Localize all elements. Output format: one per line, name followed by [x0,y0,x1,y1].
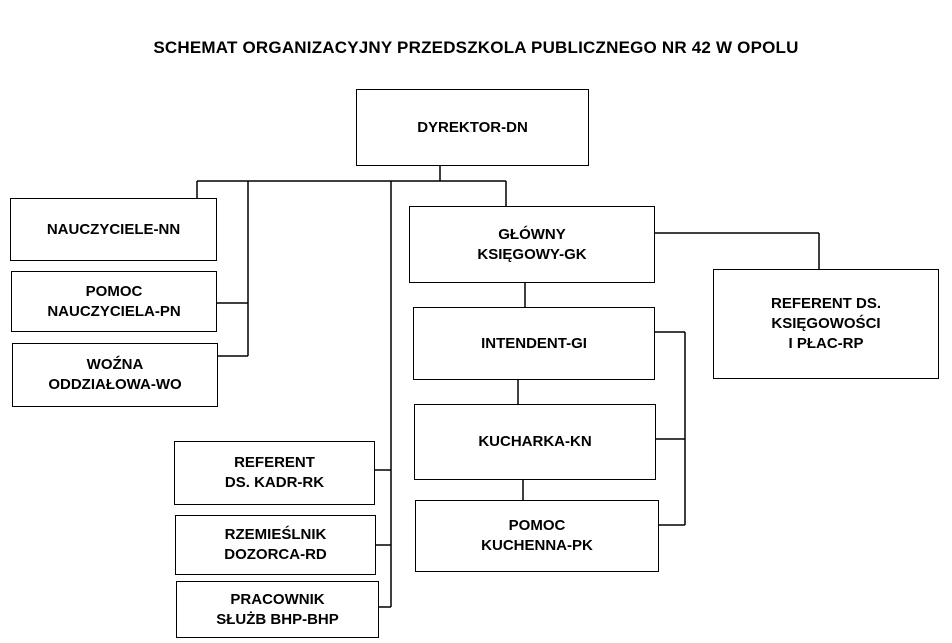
node-wozna: WOŹNA ODDZIAŁOWA-WO [12,343,218,407]
node-referent-kadr-label: REFERENT DS. KADR-RK [224,454,325,491]
node-referent-kadr: REFERENT DS. KADR-RK [174,441,375,505]
node-dyrektor-label: DYREKTOR-DN [417,118,528,136]
node-intendent: INTENDENT-GI [413,307,655,380]
node-wozna-label: WOŹNA ODDZIAŁOWA-WO [48,356,182,393]
node-dyrektor: DYREKTOR-DN [356,89,589,166]
node-pomoc-kuchenna: POMOC KUCHENNA-PK [415,500,659,572]
node-pomoc-nauczyciela: POMOC NAUCZYCIELA-PN [11,271,217,332]
diagram-title: SCHEMAT ORGANIZACYJNY PRZEDSZKOLA PUBLIC… [153,38,799,57]
node-nauczyciele: NAUCZYCIELE-NN [10,198,217,261]
node-intendent-label: INTENDENT-GI [481,334,587,352]
node-pomoc-nauczyciela-label: POMOC NAUCZYCIELA-PN [47,282,181,320]
node-nauczyciele-label: NAUCZYCIELE-NN [46,220,181,238]
node-kucharka: KUCHARKA-KN [414,404,656,480]
node-pomoc-kuchenna-label: POMOC KUCHENNA-PK [481,517,593,554]
node-pracownik-bhp-label: PRACOWNIK SŁUŻB BHP-BHP [216,590,339,628]
node-rzemieslnik-label: RZEMIEŚLNIK DOZORCA-RD [224,526,327,563]
node-referent-ksiegowosci-label: REFERENT DS. KSIĘGOWOŚCI I PŁAC-RP [770,295,881,352]
node-kucharka-label: KUCHARKA-KN [478,433,592,450]
node-rzemieslnik: RZEMIEŚLNIK DOZORCA-RD [175,515,376,575]
node-glowny-ksiegowy: GŁÓWNY KSIĘGOWY-GK [409,206,655,283]
node-glowny-ksiegowy-label: GŁÓWNY KSIĘGOWY-GK [477,225,587,263]
node-referent-ksiegowosci: REFERENT DS. KSIĘGOWOŚCI I PŁAC-RP [713,269,939,379]
node-pracownik-bhp: PRACOWNIK SŁUŻB BHP-BHP [176,581,379,638]
